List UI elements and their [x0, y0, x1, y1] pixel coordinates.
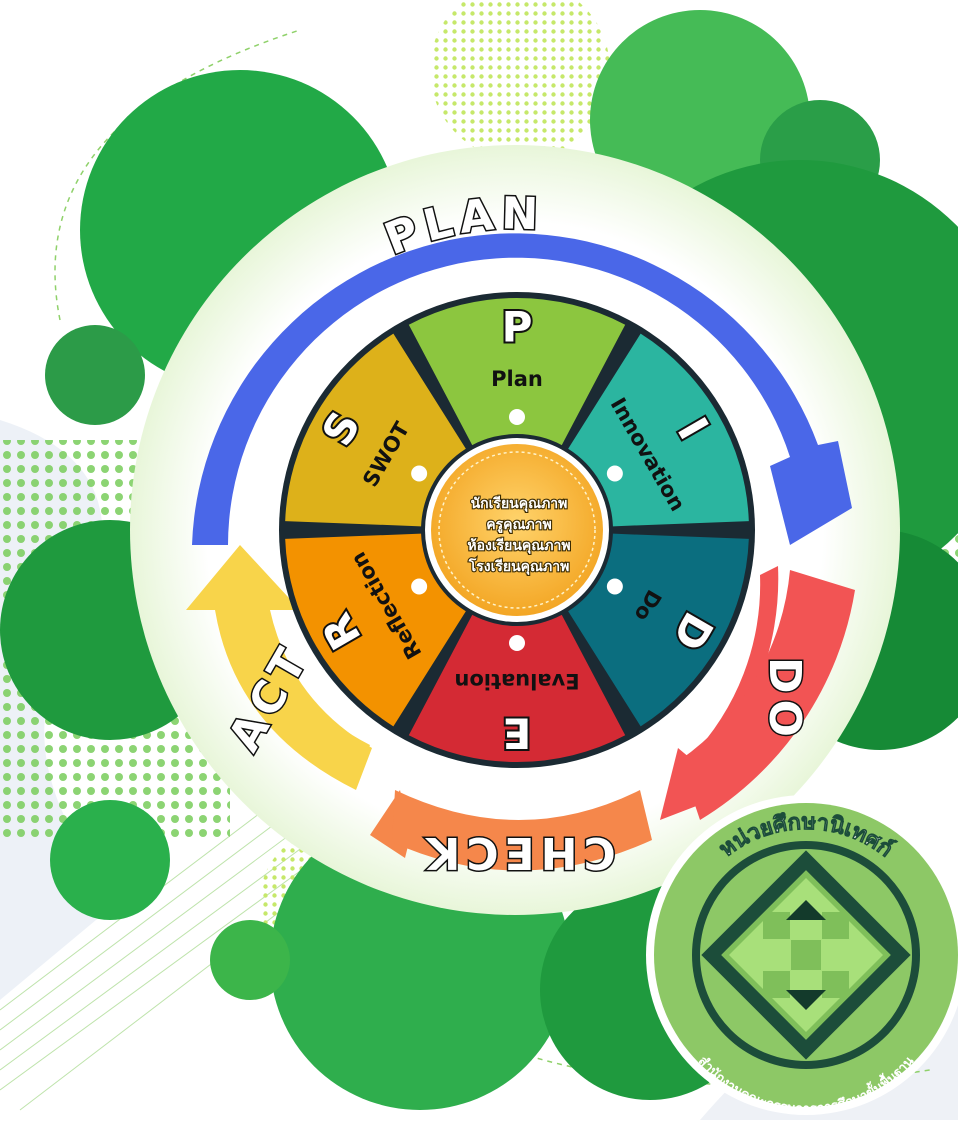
segment-dot [509, 635, 525, 651]
center-line-2: ครูคุณภาพ [486, 517, 552, 533]
supervisory-unit-seal: หน่วยศึกษานิเทศก์ สำนักงานคณะกรรมการการศ… [646, 795, 958, 1117]
segment-letter-e: E [503, 709, 532, 758]
center-hub: นักเรียนคุณภาพ ครูคุณภาพ ห้องเรียนคุณภาพ… [425, 438, 609, 622]
outer-arc-act: ACT [186, 545, 372, 790]
outer-arc-do: DO [660, 566, 855, 820]
segment-word-plan: Plan [491, 367, 543, 391]
segment-word-evaluation: Evaluation [454, 669, 579, 693]
pdca-wheel: PLAN DO CHECK ACT PPlanIInnovationDDoEEv… [130, 145, 900, 915]
center-line-4: โรงเรียนคุณภาพ [468, 557, 570, 575]
arc-label-check: CHECK [420, 827, 616, 878]
arc-label-do: DO [759, 657, 810, 743]
center-line-3: ห้องเรียนคุณภาพ [467, 538, 570, 554]
segment-dot [411, 465, 428, 482]
segment-letter-p: P [502, 303, 533, 352]
segment-dot [411, 578, 428, 595]
center-line-1: นักเรียนคุณภาพ [471, 496, 568, 512]
segment-group: PPlanIInnovationDDoEEvaluationRReflectio… [285, 298, 749, 763]
segment-evaluation [408, 614, 626, 763]
segment-plan [408, 298, 626, 446]
segment-dot [606, 465, 623, 482]
segment-dot [509, 409, 525, 425]
outer-arc-check: CHECK [370, 790, 652, 880]
segment-dot [606, 578, 623, 595]
